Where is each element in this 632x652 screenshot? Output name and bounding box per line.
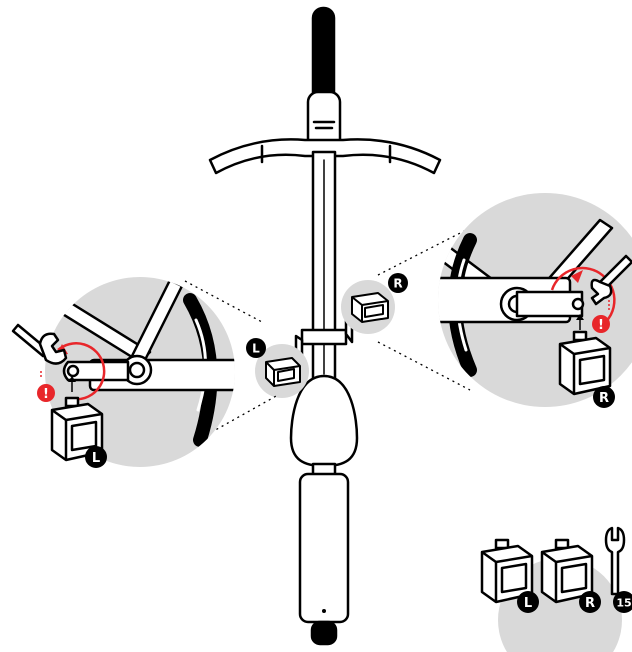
right-detail-badge: R [599, 391, 609, 406]
bottom-bracket [302, 330, 346, 344]
left-detail-badge: L [92, 451, 100, 466]
left-detail-callout: ! L [13, 277, 240, 468]
left-pedal-badge-label: L [252, 342, 260, 356]
parts-list: L R 15 [482, 528, 632, 652]
bike-top-view [210, 8, 440, 644]
parts-left-badge: L [524, 596, 532, 611]
right-warning-mark: ! [598, 318, 604, 333]
front-tire [313, 8, 334, 103]
rear-wheel [300, 474, 348, 622]
parts-wrench-size: 15 [616, 597, 631, 610]
bike-right-pedal: R [341, 273, 408, 334]
right-pedal-badge-label: R [393, 277, 402, 291]
parts-right-badge: R [585, 596, 595, 611]
left-warning-mark: ! [43, 387, 49, 402]
right-detail-callout: ! R [420, 193, 632, 408]
